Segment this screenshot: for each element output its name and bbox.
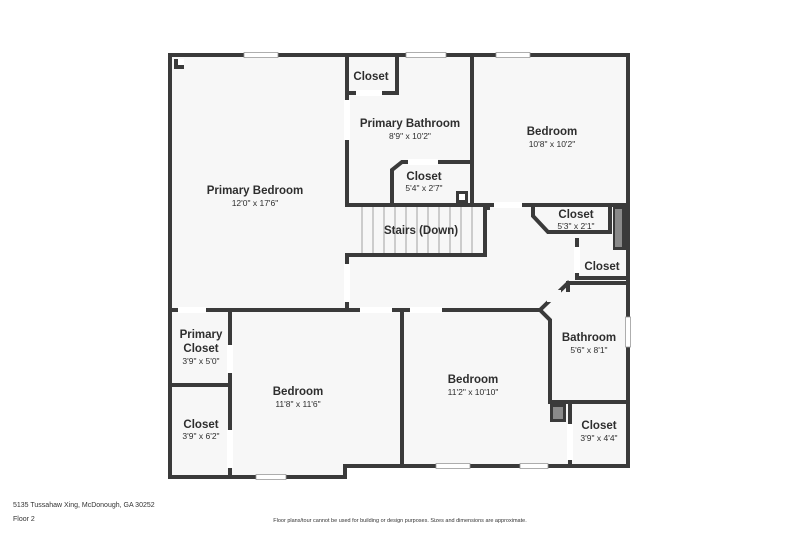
- bathroom-dims: 5'6" x 8'1": [570, 345, 607, 355]
- primary-closet-label-2: Closet: [183, 343, 218, 355]
- closet-hall-label: Closet: [558, 209, 593, 221]
- walls: [168, 53, 630, 479]
- closet-se-label: Closet: [581, 420, 616, 432]
- primary-bathroom-label: Primary Bathroom: [360, 118, 460, 130]
- stairs-label: Stairs (Down): [384, 225, 458, 237]
- windows: [243, 52, 631, 480]
- primary-closet-label-1: Primary: [180, 329, 223, 341]
- floor-label: Floor 2: [13, 516, 35, 523]
- bedroom-sw-dims: 11'8" x 11'6": [275, 399, 320, 409]
- bedroom-ne-dims: 10'8" x 10'2": [529, 139, 576, 149]
- address-text: 5135 Tussahaw Xing, McDonough, GA 30252: [13, 502, 155, 509]
- disclaimer-text: Floor plans/tour cannot be used for buil…: [273, 518, 527, 524]
- door-openings: [178, 90, 580, 468]
- bedroom-ne-label: Bedroom: [527, 126, 577, 138]
- closet-se-dims: 3'9" x 4'4": [580, 433, 617, 443]
- bedroom-sw-label: Bedroom: [273, 386, 323, 398]
- closet-sw-label: Closet: [183, 419, 218, 431]
- closet-mid-label: Closet: [406, 171, 441, 183]
- closet-mid-dims: 5'4" x 2'7": [405, 183, 442, 193]
- bedroom-s-label: Bedroom: [448, 374, 498, 386]
- bathroom-label: Bathroom: [562, 332, 616, 344]
- closet-sw-dims: 3'9" x 6'2": [182, 431, 219, 441]
- primary-closet-dims: 3'9" x 5'0": [182, 356, 219, 366]
- wall-blocks: [174, 59, 626, 422]
- room-labels: Primary Bedroom 12'0" x 17'6" Closet Pri…: [180, 71, 620, 443]
- floor-area: [170, 55, 628, 477]
- bedroom-s-dims: 11'2" x 10'10": [448, 387, 499, 397]
- primary-bedroom-dims: 12'0" x 17'6": [232, 198, 279, 208]
- stairs-treads: [350, 205, 485, 255]
- closet-top-label: Closet: [353, 71, 388, 83]
- primary-bathroom-dims: 8'9" x 10'2": [389, 131, 431, 141]
- closet-hall-dims: 5'3" x 2'1": [557, 221, 594, 231]
- primary-bedroom-label: Primary Bedroom: [207, 185, 304, 197]
- closet-small-label: Closet: [584, 261, 619, 273]
